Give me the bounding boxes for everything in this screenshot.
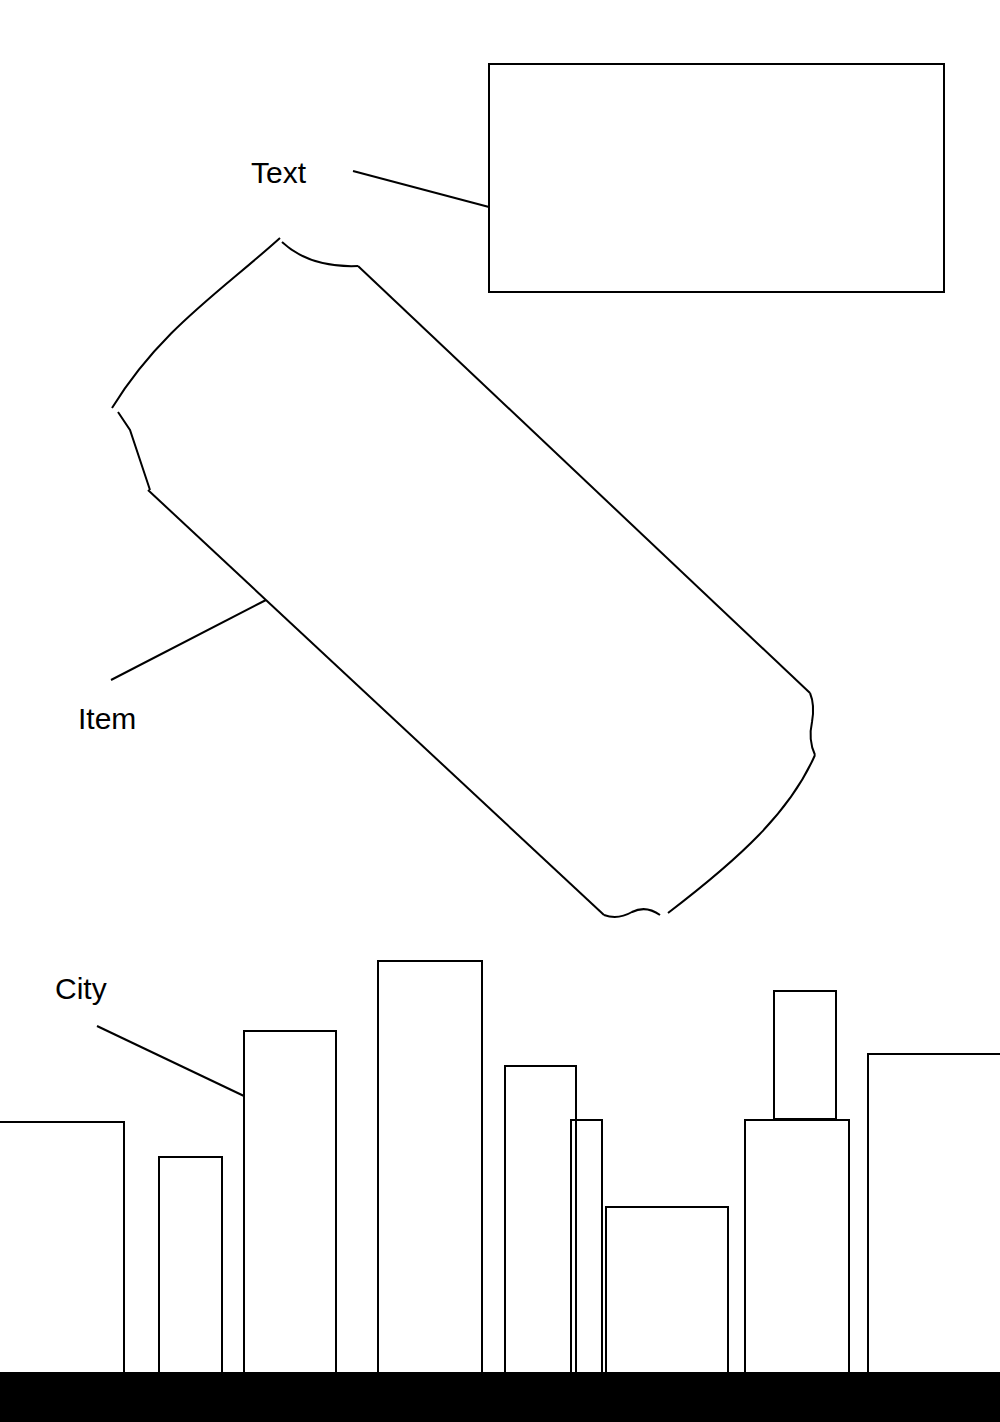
text-box xyxy=(489,64,944,292)
leader-line xyxy=(111,600,266,680)
callout-label: City xyxy=(55,971,107,1007)
city-skyline xyxy=(0,961,1000,1382)
leader-line xyxy=(353,171,489,207)
callout-label: Text xyxy=(251,155,306,191)
item-outline xyxy=(112,238,815,917)
leader-line xyxy=(97,1026,244,1096)
ground-bar xyxy=(0,1372,1000,1422)
callout-label: Item xyxy=(78,701,136,737)
